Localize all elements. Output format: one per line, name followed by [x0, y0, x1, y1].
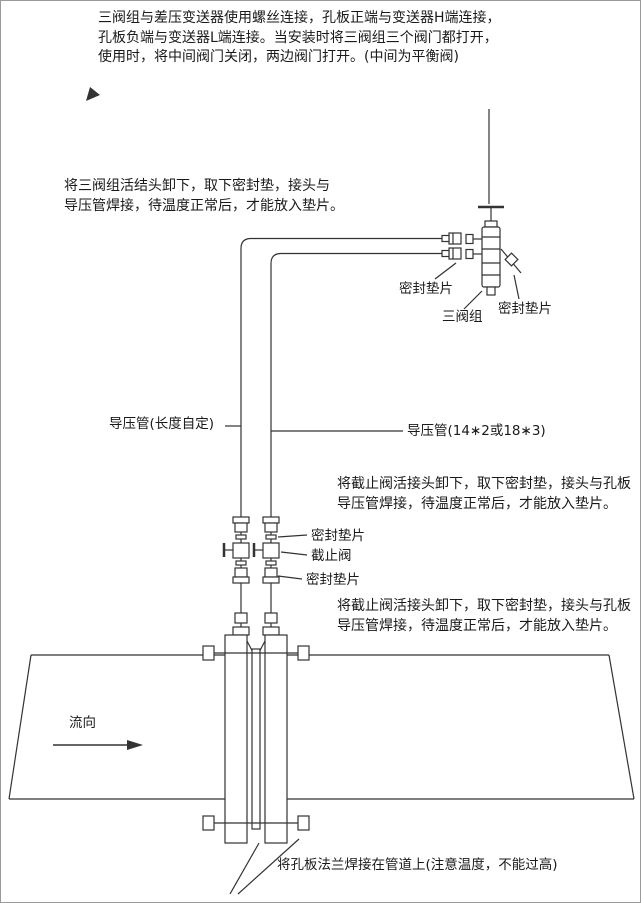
manifold-body: [481, 226, 501, 288]
gasket-icon: [504, 252, 519, 267]
orifice-flange-group: [202, 634, 310, 844]
seal-gasket-label-valve-bottom: 密封垫片: [306, 572, 360, 588]
seal-gasket-label-manifold-right: 密封垫片: [498, 301, 552, 317]
impulse-pipe-left-label: 导压管(长度自定): [109, 416, 215, 432]
seal-gasket-label-manifold-left: 密封垫片: [399, 281, 453, 297]
impulse-pipes: [240, 237, 442, 635]
impulse-pipe-right-label: 导压管(14∗2或18∗3): [407, 423, 546, 439]
top-instructions-line: 三阀组与差压变送器使用螺丝连接，孔板正端与变送器H端连接，: [98, 10, 501, 26]
stop-valve-right-group: [252, 516, 280, 584]
tap-fittings: [232, 612, 280, 636]
three-valve-manifold-label: 三阀组: [442, 309, 483, 325]
stop-valve-label: 截止阀: [311, 548, 352, 564]
flange-plate-right: [264, 634, 288, 844]
arrowhead-icon: [127, 740, 143, 750]
stop-valve-note-line: 导压管焊接，待温度正常后，才能放入垫片。: [337, 617, 617, 634]
flange-plate-left: [224, 634, 248, 844]
bolt-nut-icon: [297, 815, 310, 831]
leader-lines: [225, 262, 520, 895]
pipe-group: [8, 654, 635, 800]
three-valve-manifold-group: [441, 205, 522, 296]
seal-gasket-label-valve-top: 密封垫片: [311, 528, 365, 544]
top-instructions-line: 孔板负端与变送器L端连接。当安装时将三阀组三个阀门都打开，: [98, 29, 498, 46]
top-instructions-line: 使用时，将中间阀门关闭，两边阀门打开。(中间为平衡阀): [98, 49, 459, 65]
manifold-note: 将三阀组活结头卸下，取下密封垫，接头与 导压管焊接，待温度正常后，才能放入垫片。: [64, 177, 344, 216]
gasket-icon: [235, 534, 247, 540]
stop-valve-left-group: [222, 516, 250, 584]
gasket-icon: [265, 534, 277, 540]
bolt-nut-icon: [202, 815, 215, 831]
flow-arrow: [53, 740, 143, 750]
manifold-note-line: 将三阀组活结头卸下，取下密封垫，接头与: [64, 178, 330, 194]
flow-direction-label: 流向: [69, 715, 96, 731]
stop-valve-note-lower: 将截止阀活接头卸下，取下密封垫，接头与孔板 导压管焊接，待温度正常后，才能放入垫…: [337, 597, 631, 636]
weld-note-label: 将孔板法兰焊接在管道上(注意温度，不能过高): [277, 857, 558, 873]
orifice-plate: [251, 648, 261, 830]
gasket-icon: [235, 560, 247, 566]
gasket-icon: [265, 560, 277, 566]
bolt-nut-icon: [297, 645, 310, 661]
manifold-note-line: 导压管焊接，待温度正常后，才能放入垫片。: [64, 197, 344, 214]
top-instructions: 三阀组与差压变送器使用螺丝连接，孔板正端与变送器H端连接， 孔板负端与变送器L端…: [98, 9, 501, 68]
stop-valve-note-line: 将截止阀活接头卸下，取下密封垫，接头与孔板: [337, 476, 631, 492]
stop-valve-note-line: 将截止阀活接头卸下，取下密封垫，接头与孔板: [337, 598, 631, 614]
arrow-mark-icon: [86, 87, 100, 101]
stop-valve-note-line: 导压管焊接，待温度正常后，才能放入垫片。: [337, 495, 617, 512]
bolt-nut-icon: [202, 645, 215, 661]
stop-valve-note-upper: 将截止阀活接头卸下，取下密封垫，接头与孔板 导压管焊接，待温度正常后，才能放入垫…: [337, 475, 631, 514]
stop-valve-body: [262, 542, 280, 559]
stop-valve-body: [232, 542, 250, 559]
